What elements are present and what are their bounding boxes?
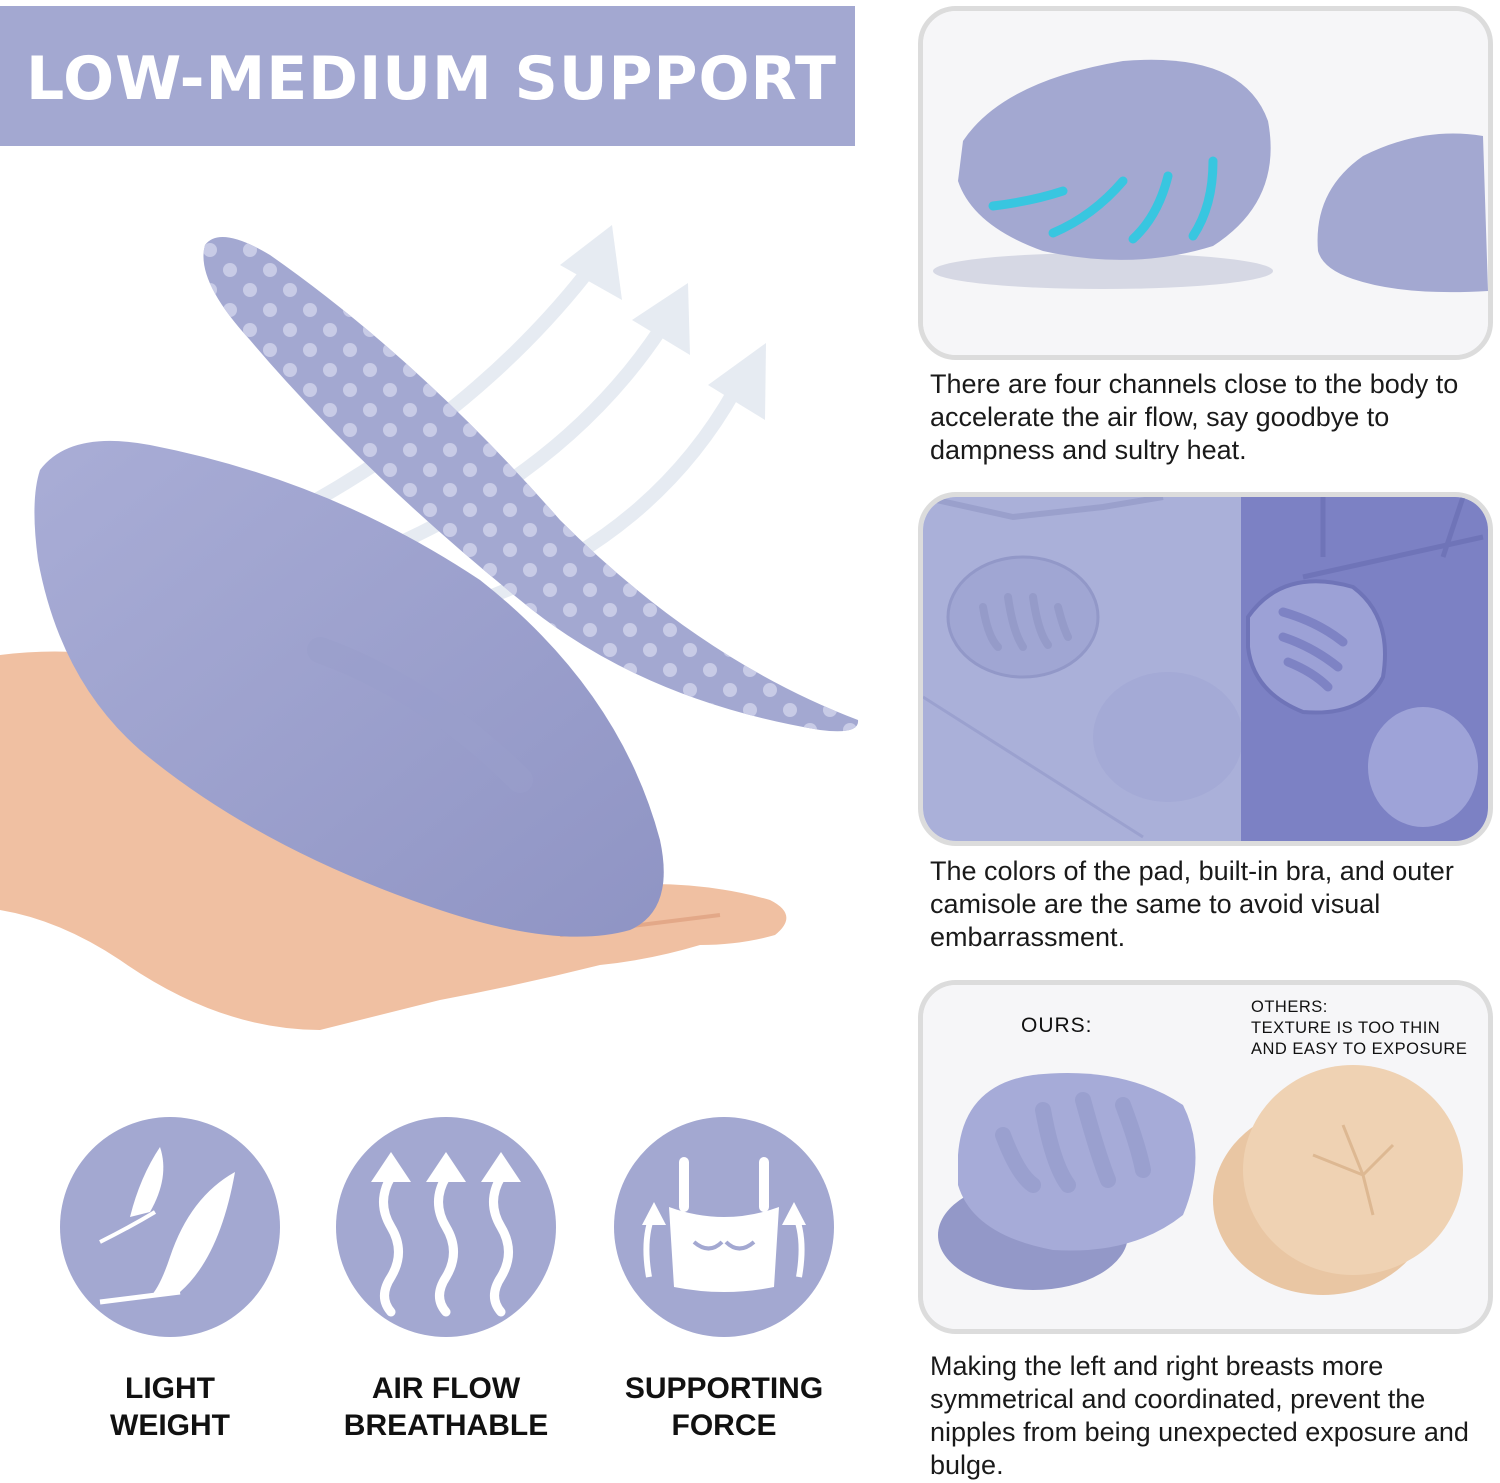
feather-icon: [99, 1147, 235, 1305]
main-pad: [34, 440, 664, 937]
feature-circle-light-weight: [60, 1117, 280, 1337]
caption-comparison: Making the left and right breasts more s…: [930, 1351, 1469, 1480]
air-arrowheads: [560, 225, 766, 420]
ours-label: OURS:: [1021, 1014, 1093, 1037]
hero-pad-illustration: [0, 225, 859, 1030]
feature-circle-supporting-force: [614, 1117, 834, 1337]
feature-circle-air-flow: [336, 1117, 556, 1337]
feature-label-air-flow: AIR FLOW BREATHABLE: [343, 1372, 549, 1442]
ours-vs-others-image: [923, 985, 1488, 1329]
caption-air-channels: There are four channels close to the bod…: [930, 369, 1459, 465]
pad-channels-image: [923, 11, 1488, 355]
others-label: OTHERS: TEXTURE IS TOO THIN AND EASY TO …: [1251, 998, 1468, 1058]
panel-matching-colors: [918, 492, 1493, 846]
banner-title: LOW-MEDIUM SUPPORT: [26, 44, 837, 114]
panel-comparison: OURS: OTHERS: TEXTURE IS TOO THIN AND EA…: [918, 980, 1493, 1334]
panel-air-channels: [918, 6, 1493, 360]
caption-matching-colors: The colors of the pad, built-in bra, and…: [930, 856, 1454, 952]
camisole-comparison-image: [923, 497, 1488, 841]
title-banner: LOW-MEDIUM SUPPORT: [0, 6, 855, 146]
airflow-channel-arrows: [988, 156, 1218, 244]
feature-label-supporting-force: SUPPORTING FORCE: [624, 1372, 824, 1442]
camisole-icon: [642, 1157, 806, 1292]
feature-label-light-weight: LIGHT WEIGHT: [110, 1372, 230, 1442]
airflow-arrows-icon: [371, 1152, 521, 1317]
